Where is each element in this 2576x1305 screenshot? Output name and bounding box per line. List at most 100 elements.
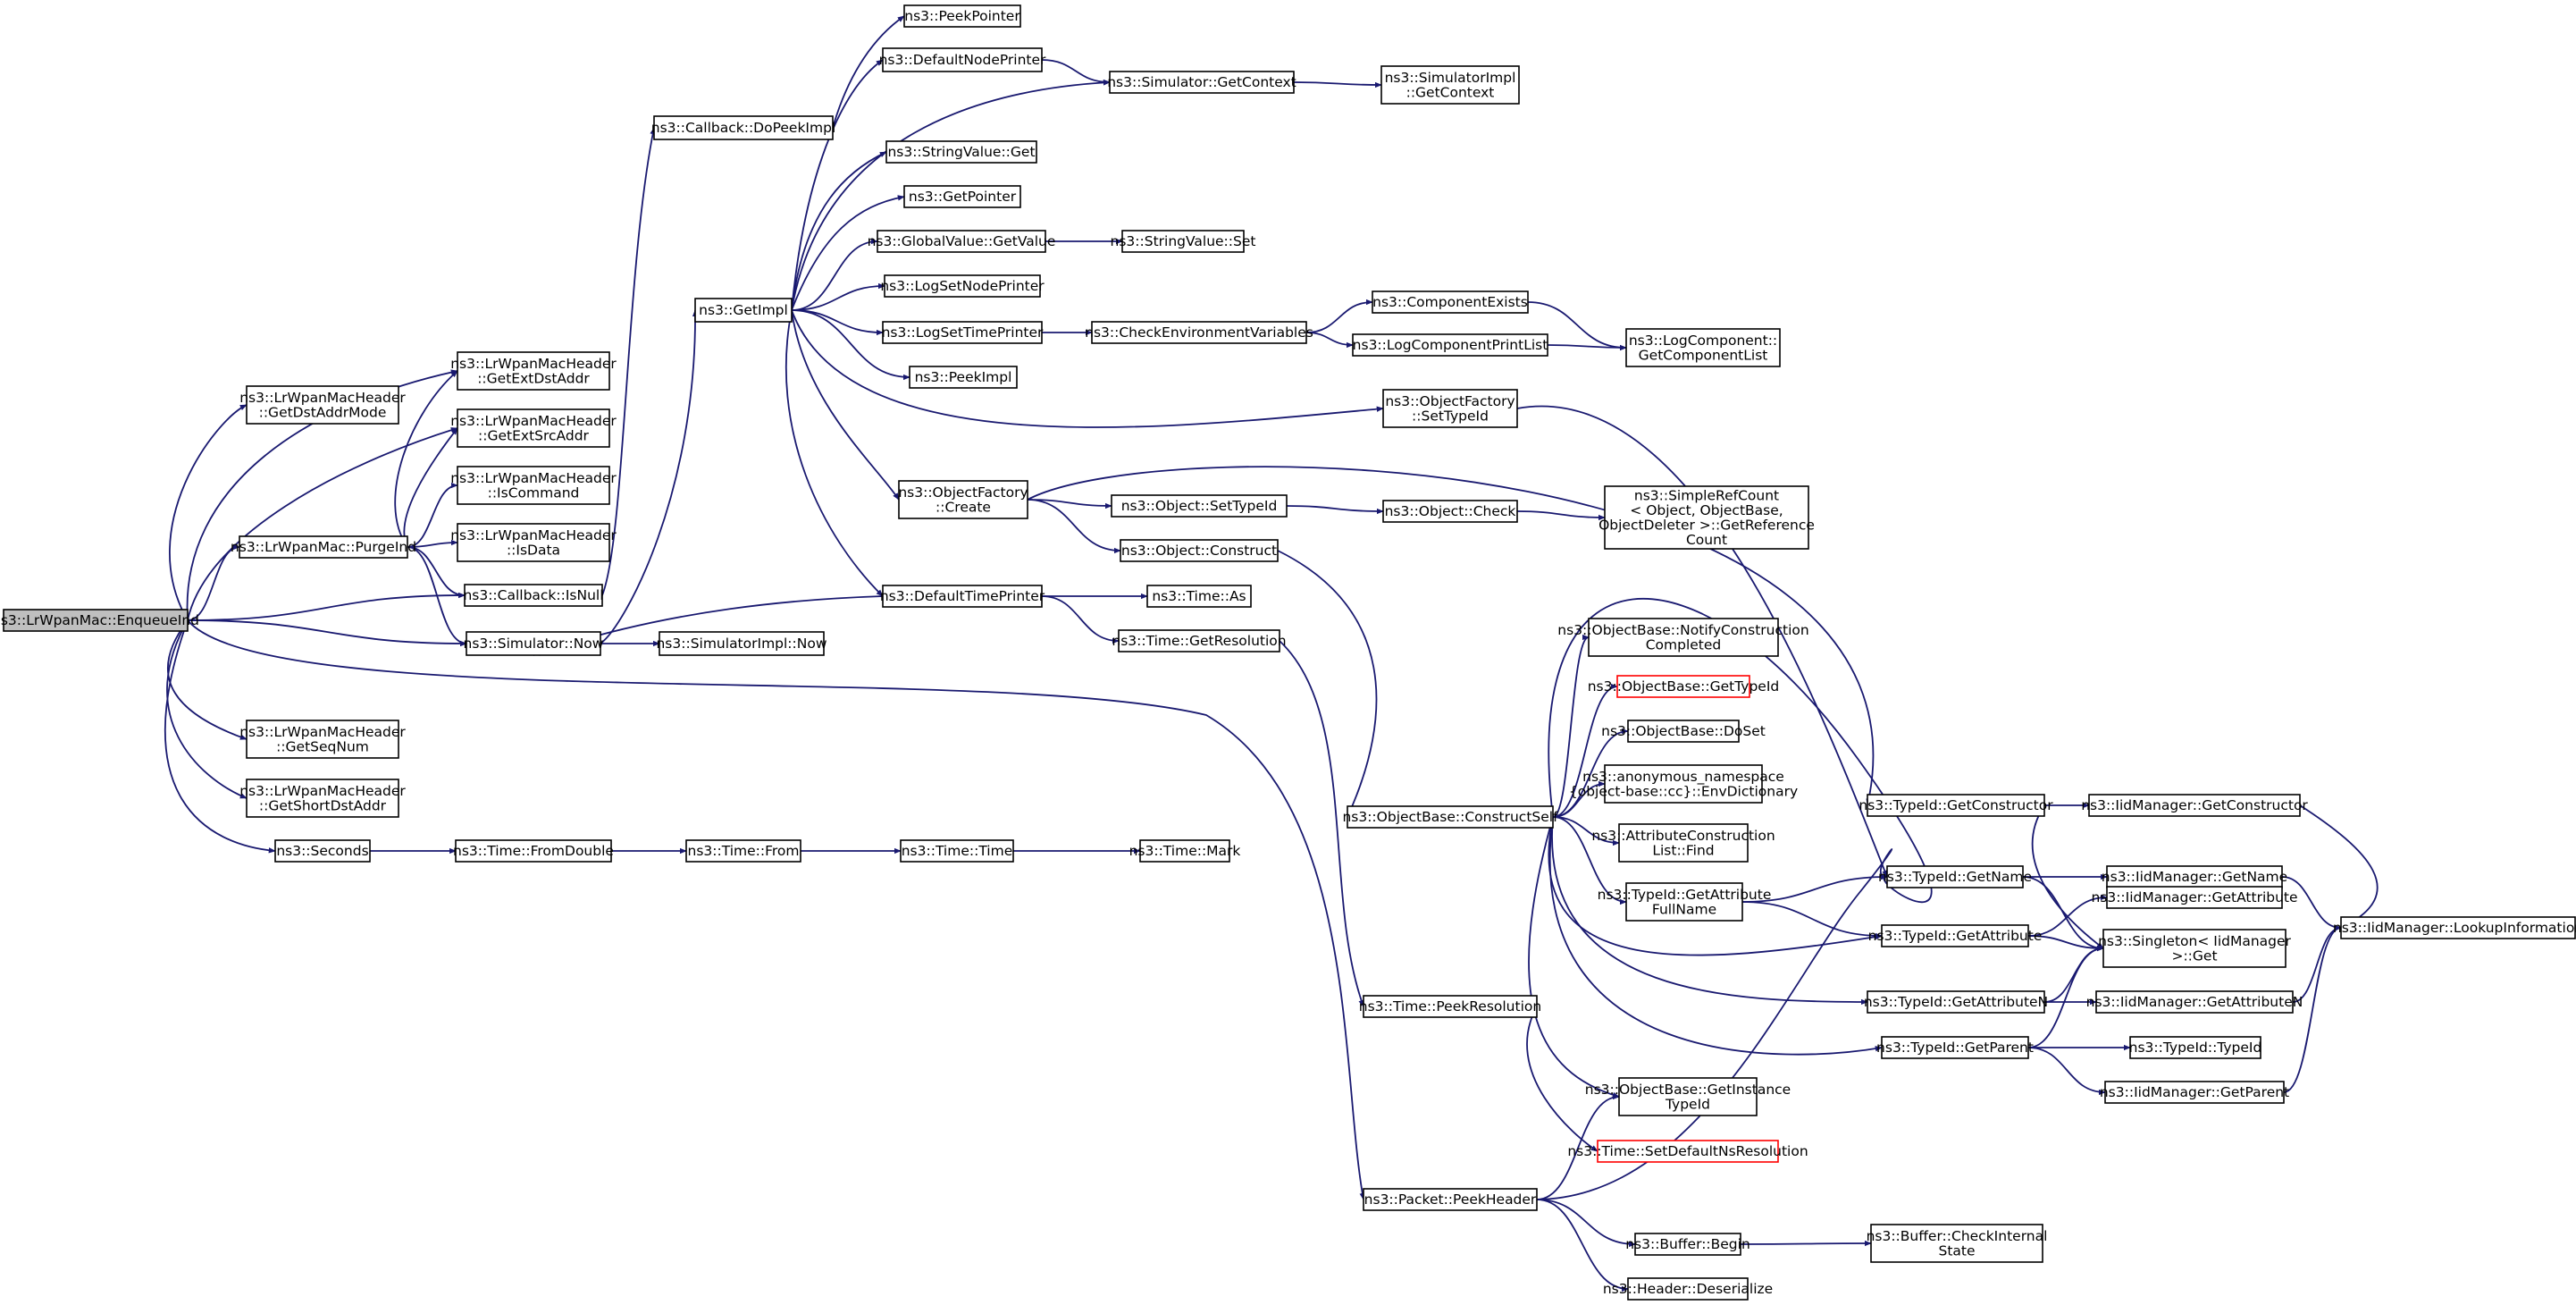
function-node-hdrdeserialize[interactable]: ns3::Header::Deserialize: [1603, 1277, 1773, 1301]
function-node-isdata[interactable]: ns3::LrWpanMacHeader::IsData: [450, 523, 617, 562]
function-node-timepeekres[interactable]: ns3::Time::PeekResolution: [1359, 995, 1541, 1018]
node-box: [1881, 1036, 2029, 1059]
node-box: [1604, 764, 1763, 804]
function-node-envdict[interactable]: ns3::anonymous_namespace{object-base::cc…: [1569, 764, 1798, 804]
function-node-strvalget[interactable]: ns3::StringValue::Get: [885, 140, 1037, 164]
function-node-logcompprint[interactable]: ns3::LogComponentPrintList: [1352, 333, 1548, 357]
function-node-simimplnow[interactable]: ns3::SimulatorImpl::Now: [656, 631, 827, 656]
call-edge-iidgetattrn-to-lookupinfo: [2292, 924, 2342, 1003]
function-node-getdstaddrmode[interactable]: ns3::LrWpanMacHeader::GetDstAddrMode: [239, 385, 406, 425]
node-box: [885, 140, 1037, 164]
function-node-iidgetattrn[interactable]: ns3::IidManager::GetAttributeN: [2086, 990, 2303, 1014]
function-node-globalgetvalue[interactable]: ns3::GlobalValue::GetValue: [868, 230, 1056, 253]
function-node-bufbegin[interactable]: ns3::Buffer::Begin: [1625, 1233, 1750, 1256]
node-box: [466, 631, 601, 656]
function-node-getextdstaddr[interactable]: ns3::LrWpanMacHeader::GetExtDstAddr: [450, 351, 617, 391]
function-node-timefrom[interactable]: ns3::Time::From: [685, 839, 801, 863]
function-node-strvalset[interactable]: ns3::StringValue::Set: [1111, 230, 1256, 253]
function-node-iidgetattr[interactable]: ns3::IidManager::GetAttribute: [2091, 886, 2298, 909]
function-node-getimpl[interactable]: ns3::GetImpl: [694, 298, 793, 323]
function-node-getseqnum[interactable]: ns3::LrWpanMacHeader::GetSeqNum: [239, 720, 406, 759]
function-node-timetime[interactable]: ns3::Time::Time: [900, 839, 1014, 863]
node-label-line: ns3::Buffer::Begin: [1625, 1236, 1750, 1252]
function-node-simimplgetcontext[interactable]: ns3::SimulatorImpl::GetContext: [1380, 65, 1520, 105]
function-node-tidgetconstructor[interactable]: ns3::TypeId::GetConstructor: [1859, 794, 2053, 817]
node-box: [1363, 995, 1538, 1018]
node-label-line: ns3::TypeId::TypeId: [2129, 1040, 2262, 1056]
function-node-simplerefcount[interactable]: ns3::SimpleRefCount< Object, ObjectBase,…: [1598, 485, 1815, 550]
node-label-line: {object-base::cc}::EnvDictionary: [1569, 783, 1798, 799]
function-node-tidgetattr[interactable]: ns3::TypeId::GetAttribute: [1868, 924, 2043, 947]
call-edge-compexists-to-getcomplist: [1527, 301, 1627, 351]
function-node-cbisnull[interactable]: ns3::Callback::IsNull: [463, 584, 604, 607]
node-label-line: ns3::Packet::PeekHeader: [1364, 1191, 1537, 1208]
function-node-constructself[interactable]: ns3::ObjectBase::ConstructSelf: [1342, 805, 1558, 829]
call-edge-objconstruct-to-constructself: [1277, 550, 1378, 818]
function-node-deftimeprinter[interactable]: ns3::DefaultTimePrinter: [880, 585, 1045, 608]
node-label-line: ns3::Singleton< IidManager: [2098, 933, 2291, 949]
function-node-iidgetname[interactable]: ns3::IidManager::GetName: [2102, 865, 2287, 888]
function-node-tidgetattrn[interactable]: ns3::TypeId::GetAttributeN: [1864, 990, 2048, 1014]
node-label-line: ns3::DefaultNodePrinter: [879, 52, 1046, 68]
function-node-seconds[interactable]: ns3::Seconds: [274, 839, 371, 863]
function-node-simgetcontext[interactable]: ns3::Simulator::GetContext: [1107, 71, 1296, 94]
function-node-peekimpl[interactable]: ns3::PeekImpl: [909, 366, 1018, 389]
function-node-compexists[interactable]: ns3::ComponentExists: [1372, 290, 1529, 314]
node-box: [2340, 916, 2576, 939]
function-node-objconstruct[interactable]: ns3::Object::Construct: [1120, 539, 1279, 562]
node-label-line: Count: [1686, 532, 1727, 548]
function-node-iidgetconstructor[interactable]: ns3::IidManager::GetConstructor: [2081, 794, 2308, 817]
node-label-line: ns3::Simulator::GetContext: [1107, 74, 1296, 90]
node-label-line: ns3::LrWpanMacHeader: [450, 470, 617, 486]
function-node-enqueue[interactable]: ns3::LrWpanMac::EnqueueInd: [0, 609, 199, 632]
function-node-obgettypeid[interactable]: ns3::ObjectBase::GetTypeId: [1588, 675, 1780, 698]
function-node-dopeekimpl[interactable]: ns3::Callback::DoPeekImpl: [651, 115, 836, 140]
function-node-peekpointer[interactable]: ns3::PeekPointer: [903, 4, 1021, 28]
function-node-tidgetname[interactable]: ns3::TypeId::GetName: [1878, 865, 2032, 888]
node-label-line: ns3::LogSetNodePrinter: [880, 278, 1045, 294]
function-node-checkenv[interactable]: ns3::CheckEnvironmentVariables: [1085, 321, 1313, 344]
function-node-notifyconstr[interactable]: ns3::ObjectBase::NotifyConstructionCompl…: [1557, 618, 1809, 657]
function-node-simnow[interactable]: ns3::Simulator::Now: [464, 631, 604, 656]
function-node-objsettypeid[interactable]: ns3::Object::SetTypeId: [1111, 494, 1288, 518]
call-edge-tidgetparent-to-iidgetparent: [2027, 1047, 2106, 1096]
function-node-tidgetparent[interactable]: ns3::TypeId::GetParent: [1876, 1036, 2034, 1059]
call-edge-cbisnull-to-dopeekimpl: [601, 127, 656, 596]
function-node-getextsrcaddr[interactable]: ns3::LrWpanMacHeader::GetExtSrcAddr: [450, 408, 617, 448]
function-node-ofsettypeid[interactable]: ns3::ObjectFactory::SetTypeId: [1382, 389, 1518, 428]
function-node-timegetres[interactable]: ns3::Time::GetResolution: [1112, 629, 1287, 652]
function-node-defnodeprinter[interactable]: ns3::DefaultNodePrinter: [879, 47, 1046, 72]
function-node-logsetnode[interactable]: ns3::LogSetNodePrinter: [880, 274, 1045, 298]
function-node-ofcreate[interactable]: ns3::ObjectFactory::Create: [898, 480, 1028, 519]
function-node-getshortdst[interactable]: ns3::LrWpanMacHeader::GetShortDstAddr: [239, 779, 406, 818]
function-node-objcheck[interactable]: ns3::Object::Check: [1382, 500, 1518, 523]
function-node-singletonget[interactable]: ns3::Singleton< IidManager>::Get: [2098, 929, 2292, 968]
function-node-fromdouble[interactable]: ns3::Time::FromDouble: [453, 839, 614, 863]
call-edge-iidgetparent-to-lookupinfo: [2283, 924, 2342, 1093]
function-node-iidgetparent[interactable]: ns3::IidManager::GetParent: [2100, 1081, 2289, 1104]
function-node-peekheader[interactable]: ns3::Packet::PeekHeader: [1363, 1188, 1538, 1211]
function-node-getpointer[interactable]: ns3::GetPointer: [903, 185, 1021, 208]
call-edge-constructself-to-tidgetparent: [1549, 816, 1883, 1056]
node-label-line: ns3::Time::FromDouble: [453, 843, 614, 859]
function-node-lookupinfo[interactable]: ns3::IidManager::LookupInformation: [2333, 916, 2576, 939]
function-node-iscommand[interactable]: ns3::LrWpanMacHeader::IsCommand: [450, 466, 617, 505]
node-label-line: ::IsData: [507, 542, 560, 558]
function-node-tidtypeid[interactable]: ns3::TypeId::TypeId: [2129, 1036, 2262, 1059]
call-edge-getimpl-to-deftimeprinter: [785, 309, 884, 597]
function-node-logsettime[interactable]: ns3::LogSetTimePrinter: [882, 321, 1044, 344]
node-label-line: ns3::Object::SetTypeId: [1121, 498, 1278, 514]
function-node-getcomplist[interactable]: ns3::LogComponent::GetComponentList: [1625, 328, 1781, 367]
function-node-timemark[interactable]: ns3::Time::Mark: [1129, 839, 1241, 863]
node-label-line: ns3::SimulatorImpl::Now: [656, 636, 827, 652]
function-node-obdoset[interactable]: ns3::ObjectBase::DoSet: [1601, 720, 1766, 743]
call-edge-ofsettypeid-to-tidgetname: [1516, 405, 1888, 878]
function-node-setdefaultns[interactable]: ns3::Time::SetDefaultNsResolution: [1567, 1140, 1808, 1163]
function-node-purgeind[interactable]: ns3::LrWpanMac::PurgeInd: [231, 535, 416, 559]
function-node-timeas[interactable]: ns3::Time::As: [1146, 585, 1252, 608]
call-edge-getimpl-to-logsetnode: [791, 282, 885, 311]
